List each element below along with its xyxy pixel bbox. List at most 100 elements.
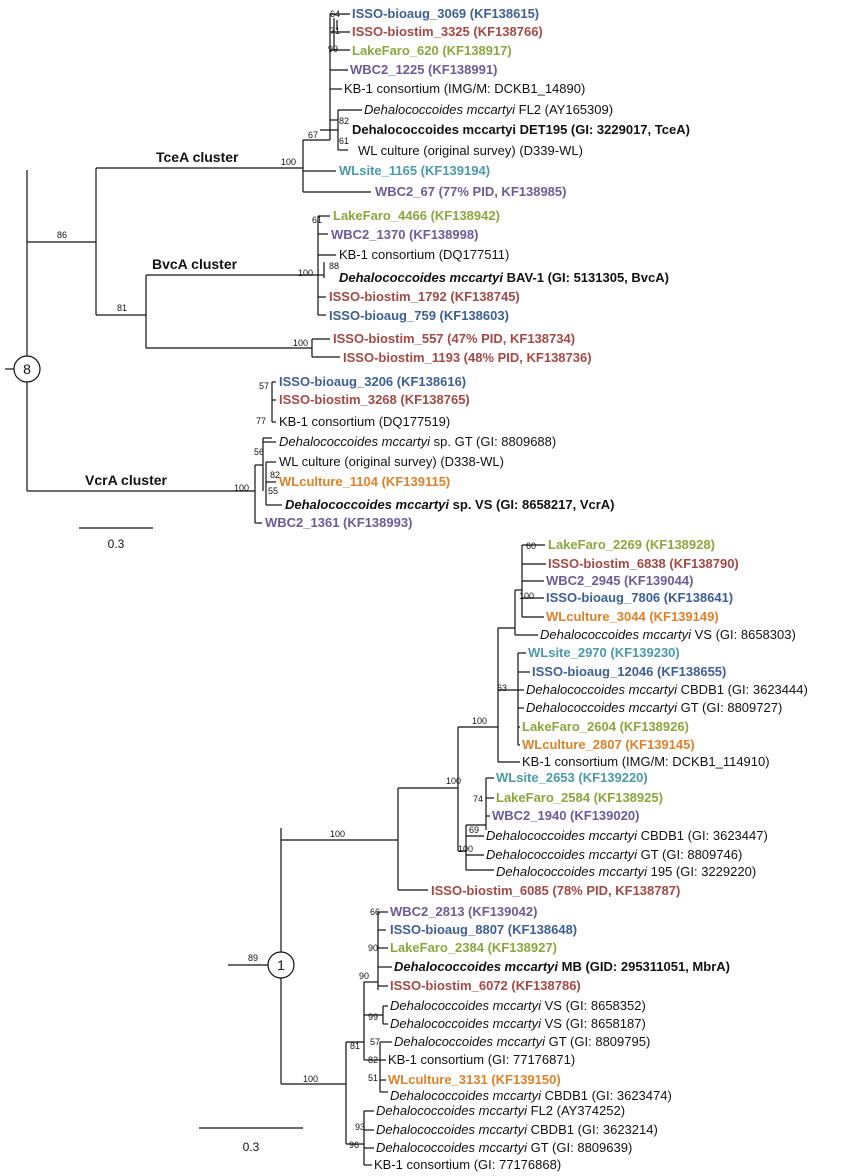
top-tree: 8 TceA cluster BvcA cluster VcrA cluster… (5, 6, 690, 551)
leaf-label: ISSO-biostim_6838 (KF138790) (548, 556, 739, 571)
bootstrap-value: 100 (234, 483, 249, 493)
leaf-label: ISSO-bioaug_7806 (KF138641) (546, 590, 733, 605)
leaf-label: LakeFaro_2269 (KF138928) (548, 537, 715, 552)
leaf-label: WLsite_2653 (KF139220) (496, 770, 648, 785)
bootstrap-value: 63 (497, 683, 507, 693)
leaf-label: ISSO-biostim_1792 (KF138745) (329, 289, 520, 304)
bootstrap-value: 89 (248, 953, 258, 963)
leaf-label: Dehalococcoides mccartyi GT (GI: 8809795… (394, 1034, 650, 1049)
bootstrap-value: 71 (330, 26, 340, 36)
leaf-label: WBC2_2945 (KF139044) (546, 573, 693, 588)
bootstrap-value: 100 (519, 591, 534, 601)
leaf-label: Dehalococcoides mccartyi CBDB1 (GI: 3623… (526, 682, 808, 697)
bootstrap-value: 99 (328, 44, 338, 54)
bootstrap-value: 82 (368, 1055, 378, 1065)
leaf-label: LakeFaro_2584 (KF138925) (496, 790, 663, 805)
leaf-label: WBC2_67 (77% PID, KF138985) (375, 184, 566, 199)
bootstrap-value: 57 (370, 1037, 380, 1047)
top-tree-bootstrap-values: 64 71 99 82 61 67 100 86 61 88 100 81 10… (57, 9, 349, 496)
bootstrap-value: 57 (259, 381, 269, 391)
node-8-marker (13, 355, 41, 383)
leaf-label: Dehalococcoides mccartyi BAV-1 (GI: 5131… (339, 270, 669, 285)
bootstrap-value: 69 (469, 825, 479, 835)
leaf-label: WBC2_1370 (KF138998) (331, 227, 478, 242)
leaf-label: ISSO-biostim_6085 (78% PID, KF138787) (431, 883, 680, 898)
node-1-label: 1 (277, 957, 285, 973)
bootstrap-value: 61 (339, 136, 349, 146)
bootstrap-value: 55 (268, 486, 278, 496)
leaf-label: KB-1 consortium (DQ177519) (279, 414, 450, 429)
node-1-marker (267, 951, 295, 979)
leaf-label: WL culture (original survey) (D338-WL) (279, 454, 504, 469)
bootstrap-value: 100 (293, 338, 308, 348)
bootstrap-value: 60 (526, 541, 536, 551)
scale-bar-label: 0.3 (243, 1140, 260, 1154)
leaf-label: WLculture_3131 (KF139150) (388, 1072, 561, 1087)
leaf-label: Dehalococcoides mccartyi sp. GT (GI: 880… (279, 434, 556, 449)
leaf-label: WLsite_1165 (KF139194) (339, 163, 490, 178)
bootstrap-value: 67 (308, 130, 318, 140)
leaf-label: ISSO-biostim_3325 (KF138766) (352, 24, 543, 39)
leaf-label: Dehalococcoides mccartyi GT (GI: 8809727… (526, 700, 782, 715)
leaf-label: Dehalococcoides mccartyi DET195 (GI: 322… (352, 122, 690, 137)
bottom-tree-bootstrap-values: 60 100 63 100 74 100 69 100 100 66 90 90… (248, 541, 536, 1150)
leaf-label: Dehalococcoides mccartyi MB (GID: 295311… (394, 959, 730, 974)
bootstrap-value: 100 (446, 776, 461, 786)
bootstrap-value: 96 (349, 1140, 359, 1150)
leaf-label: Dehalococcoides mccartyi GT (GI: 8809639… (376, 1140, 632, 1155)
leaf-label: WBC2_2813 (KF139042) (390, 904, 537, 919)
bootstrap-value: 64 (330, 9, 340, 19)
leaf-label: ISSO-bioaug_3206 (KF138616) (279, 374, 466, 389)
bootstrap-value: 74 (473, 794, 483, 804)
leaf-label: Dehalococcoides mccartyi CBDB1 (GI: 3623… (390, 1088, 672, 1103)
bootstrap-value: 100 (303, 1074, 318, 1084)
leaf-label: WLculture_1104 (KF139115) (279, 474, 450, 489)
leaf-label: WLculture_2807 (KF139145) (522, 737, 695, 752)
leaf-label: WBC2_1225 (KF138991) (350, 62, 497, 77)
bootstrap-value: 90 (359, 971, 369, 981)
leaf-label: LakeFaro_2384 (KF138927) (390, 940, 557, 955)
leaf-label: LakeFaro_4466 (KF138942) (333, 208, 500, 223)
leaf-label: ISSO-bioaug_3069 (KF138615) (352, 6, 539, 21)
bootstrap-value: 86 (57, 230, 67, 240)
leaf-label: Dehalococcoides mccartyi FL2 (AY165309) (364, 102, 613, 117)
bootstrap-value: 99 (368, 1012, 378, 1022)
bootstrap-value: 61 (312, 215, 322, 225)
bootstrap-value: 100 (281, 157, 296, 167)
leaf-label: Dehalococcoides mccartyi 195 (GI: 322922… (496, 864, 756, 879)
leaf-label: WBC2_1361 (KF138993) (265, 515, 412, 530)
leaf-label: ISSO-bioaug_12046 (KF138655) (532, 664, 726, 679)
leaf-label: ISSO-bioaug_8807 (KF138648) (390, 922, 577, 937)
bootstrap-value: 66 (370, 907, 380, 917)
leaf-label: Dehalococcoides mccartyi VS (GI: 8658352… (390, 998, 646, 1013)
leaf-label: KB-1 consortium (IMG/M: DCKB1_114910) (522, 754, 770, 769)
bootstrap-value: 81 (350, 1041, 360, 1051)
bootstrap-value: 100 (330, 829, 345, 839)
bootstrap-value: 100 (472, 716, 487, 726)
scale-bar-label: 0.3 (108, 537, 125, 551)
bootstrap-value: 77 (256, 416, 266, 426)
leaf-label: KB-1 consortium (GI: 77176871) (388, 1052, 575, 1067)
leaf-label: Dehalococcoides mccartyi GT (GI: 8809746… (486, 847, 742, 862)
leaf-label: KB-1 consortium (IMG/M: DCKB1_14890) (344, 81, 585, 96)
cluster-label-tcea: TceA cluster (156, 149, 239, 165)
bootstrap-value: 93 (355, 1122, 365, 1132)
leaf-label: ISSO-biostim_6072 (KF138786) (390, 978, 581, 993)
bottom-tree-leaves: LakeFaro_2269 (KF138928) ISSO-biostim_68… (374, 537, 808, 1172)
top-tree-leaves: ISSO-bioaug_3069 (KF138615) ISSO-biostim… (265, 6, 690, 530)
bottom-tree-branches (228, 544, 546, 1166)
top-tree-branches (5, 13, 371, 524)
bootstrap-value: 82 (339, 116, 349, 126)
leaf-label: WBC2_1940 (KF139020) (492, 808, 639, 823)
leaf-label: KB-1 consortium (GI: 77176868) (374, 1157, 561, 1172)
leaf-label: Dehalococcoides mccartyi FL2 (AY374252) (376, 1103, 625, 1118)
leaf-label: Dehalococcoides mccartyi VS (GI: 8658303… (540, 627, 796, 642)
leaf-label: ISSO-bioaug_759 (KF138603) (329, 308, 509, 323)
leaf-label: Dehalococcoides mccartyi sp. VS (GI: 865… (285, 497, 615, 512)
bootstrap-value: 51 (368, 1073, 378, 1083)
leaf-label: Dehalococcoides mccartyi CBDB1 (GI: 3623… (376, 1122, 658, 1137)
bootstrap-value: 100 (298, 268, 313, 278)
bootstrap-value: 56 (254, 447, 264, 457)
bootstrap-value: 82 (270, 470, 280, 480)
